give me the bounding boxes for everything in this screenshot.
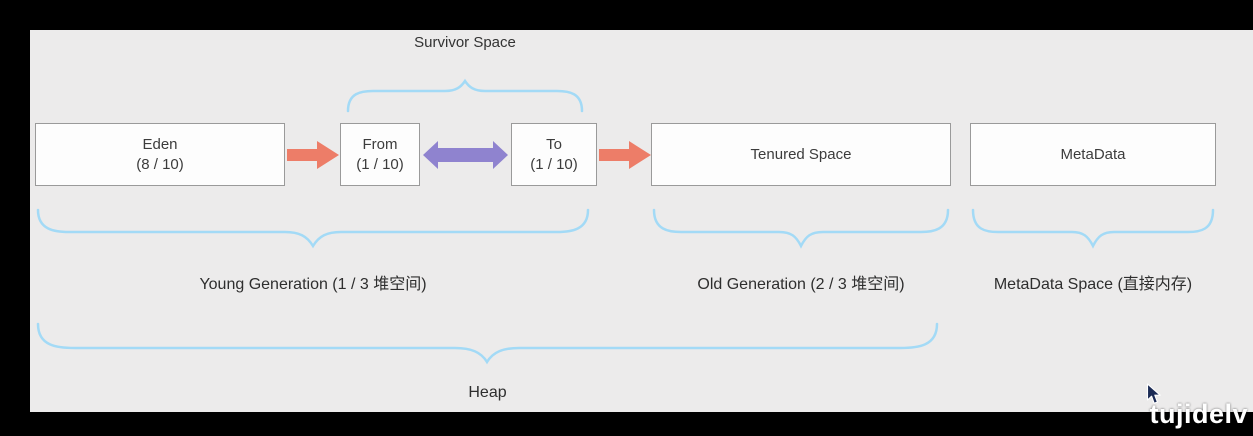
eden-to-from-arrow-icon xyxy=(287,141,339,169)
from-capacity: (1 / 10) xyxy=(356,155,404,173)
survivor-space-brace xyxy=(346,78,584,113)
eden-box: Eden (8 / 10) xyxy=(35,123,285,186)
metadata-title: MetaData xyxy=(1060,145,1126,163)
from-box: From (1 / 10) xyxy=(340,123,420,186)
young-generation-label: Young Generation (1 / 3 堆空间) xyxy=(199,276,427,293)
eden-capacity: (8 / 10) xyxy=(136,155,184,173)
from-to-double-arrow-icon xyxy=(423,141,508,169)
watermark: tujidelv xyxy=(1149,399,1248,429)
to-title: To xyxy=(546,136,562,153)
heap-brace xyxy=(36,322,939,365)
from-title: From xyxy=(362,136,398,153)
metadata-space-label: MetaData Space (直接内存) xyxy=(993,276,1193,293)
old-generation-brace xyxy=(652,208,950,249)
survivor-space-label: Survivor Space xyxy=(414,34,516,51)
to-capacity: (1 / 10) xyxy=(530,155,578,173)
heap-label: Heap xyxy=(468,384,507,401)
metadata-box: MetaData xyxy=(970,123,1216,186)
metadata-space-brace xyxy=(971,208,1215,249)
young-generation-brace xyxy=(36,208,590,249)
mouse-cursor-icon xyxy=(1146,383,1161,404)
eden-title: Eden xyxy=(142,136,178,153)
tenured-title: Tenured Space xyxy=(750,145,852,163)
to-box: To (1 / 10) xyxy=(511,123,597,186)
old-generation-label: Old Generation (2 / 3 堆空间) xyxy=(697,276,905,293)
to-to-tenured-arrow-icon xyxy=(599,141,651,169)
tenured-space-box: Tenured Space xyxy=(651,123,951,186)
